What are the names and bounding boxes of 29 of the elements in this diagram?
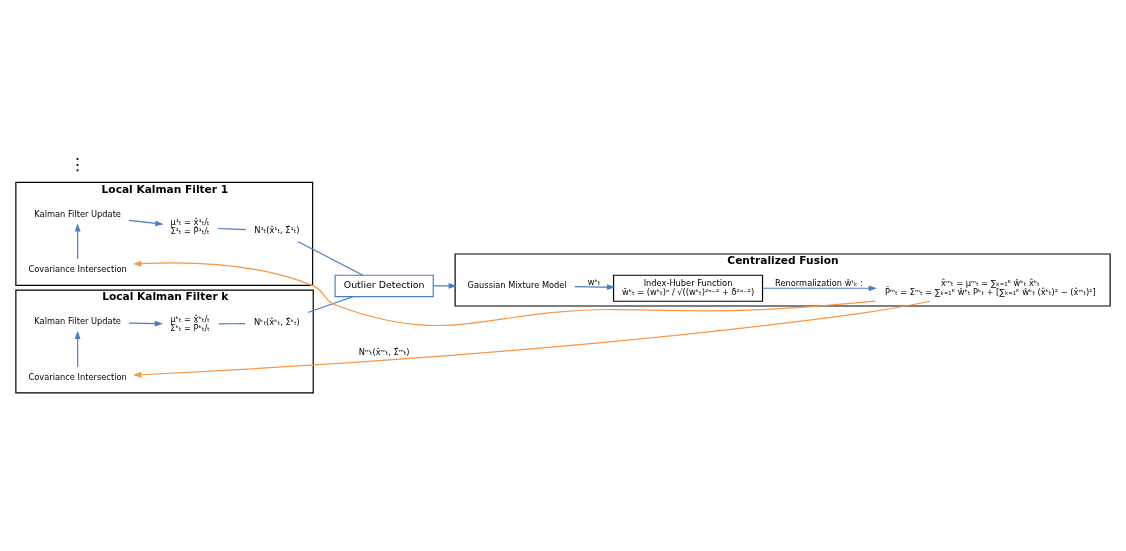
node-box: Index-Huber Function w̄ᵏₜ = (wᵏₜ)ᵅ / √((wᵏₜ)²ᵅ⁻² + δ²ᵅ⁻²) xyxy=(612,274,764,302)
node-text: μᵏₜ = x̂ᵏₜ/ₜ Σᵏₜ = P̂ᵏₜ/ₜ xyxy=(170,313,210,333)
arrow xyxy=(133,300,931,378)
node-text: Kalman Filter Update xyxy=(34,208,121,219)
arrow xyxy=(432,282,457,289)
node-text: Covariance Intersection xyxy=(28,371,127,382)
arrow xyxy=(133,260,876,326)
node-box: Outlier Detection xyxy=(334,274,434,297)
arrow xyxy=(74,222,81,260)
connector xyxy=(307,295,354,313)
arrow xyxy=(762,284,877,291)
node-text: N¹ₜ(x̂¹ₜ, Σ̂¹ₜ) xyxy=(254,224,300,235)
arrow xyxy=(128,219,164,226)
node-text: Kalman Filter Update xyxy=(34,315,121,326)
edge-label: Renormalization ŵᵗₖ : xyxy=(775,277,863,288)
node-text: Covariance Intersection xyxy=(28,263,127,274)
arrow xyxy=(128,320,164,326)
node-text: μ¹ₜ = x̂¹ₜ/ₜ Σ¹ₜ = P̂¹ₜ/ₜ xyxy=(170,216,210,236)
node-text: x̂ᵐₜ = μᵐₜ = ∑ₖ₌₁ᴷ ŵᵏₜ x̂ᵏₜ P̂ᵐₜ = Σᵐₜ = ∑ₖ₌₁ᴷ ŵᵏₜ Pᵏₜ + [∑ₖ₌₁ᴷ ŵᵏₜ (x̂ᵏₜ)² − (x̂ᵐₜ)²] xyxy=(885,277,1096,297)
node-text: Nᵏₜ(x̂ᵏₜ, Σ̂ᵏₜ) xyxy=(253,316,300,327)
label: ⋮ xyxy=(69,154,86,174)
arrow xyxy=(574,283,616,290)
connector xyxy=(297,240,364,276)
node-text: Gaussian Mixture Model xyxy=(467,279,567,290)
edge-label: wᵏₜ xyxy=(587,276,601,287)
edge-label: Nᵐₜ(x̂ᵐₜ, Σ̂ᵐₜ) xyxy=(358,346,410,357)
connector xyxy=(218,322,246,325)
connector xyxy=(217,227,247,230)
arrow xyxy=(74,330,81,367)
